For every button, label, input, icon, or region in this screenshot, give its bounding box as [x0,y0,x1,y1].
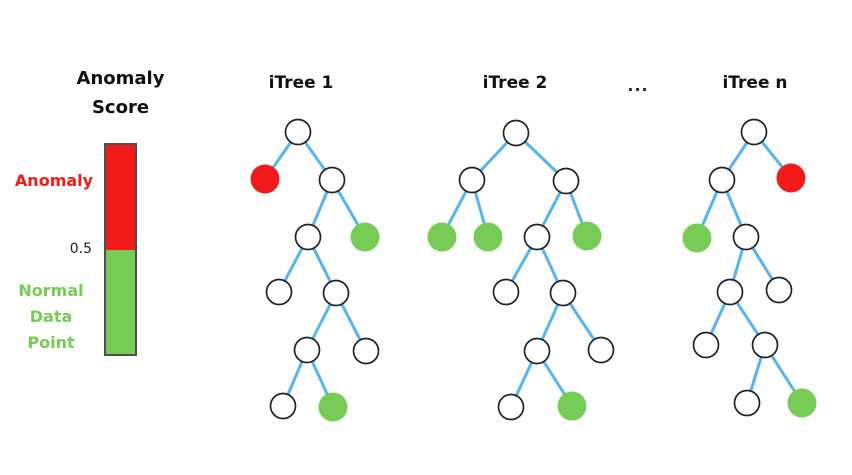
legend-threshold-label: 0.5 [69,241,92,257]
forest-ellipsis: ... [627,76,649,95]
tree-node-white [716,278,744,306]
tree-node-green [350,222,380,252]
tree-node-white [322,279,350,307]
tree-node-white [294,223,322,251]
tree-node-white [318,166,346,194]
tree-node-red [250,164,280,194]
tree-node-white [552,167,580,195]
tree-title-itree-2: iTree 2 [482,73,548,93]
tree-node-white [269,392,297,420]
tree-node-white [293,336,321,364]
tree-node-white [352,337,380,365]
tree-node-white [523,223,551,251]
tree-node-green [473,222,503,252]
tree-node-green [572,221,602,251]
tree-node-white [732,223,760,251]
legend-anomaly-label: Anomaly [14,171,94,190]
tree-node-white [751,331,779,359]
tree-node-white [458,166,486,194]
tree-node-green [318,392,348,422]
score-bar-normal-segment [106,249,135,354]
legend-title: Anomaly Score [76,68,165,118]
tree-node-green [557,391,587,421]
tree-title-itree-n: iTree n [722,73,788,93]
tree-node-red [776,163,806,193]
tree-node-white [523,337,551,365]
tree-node-white [492,278,520,306]
tree-node-white [765,276,793,304]
tree-node-green [787,388,817,418]
tree-node-white [497,393,525,421]
tree-node-white [502,119,530,147]
tree-node-white [692,331,720,359]
tree-node-white [733,389,761,417]
tree-node-white [265,278,293,306]
anomaly-score-bar [104,143,137,356]
tree-node-white [740,118,768,146]
score-bar-anomaly-segment [106,145,135,250]
tree-title-itree-1: iTree 1 [268,73,334,93]
tree-node-green [682,223,712,253]
tree-node-white [708,166,736,194]
tree-node-white [549,279,577,307]
legend-normal-label: Normal Data Point [18,281,84,352]
tree-node-green [427,222,457,252]
tree-node-white [587,336,615,364]
tree-node-white [284,118,312,146]
